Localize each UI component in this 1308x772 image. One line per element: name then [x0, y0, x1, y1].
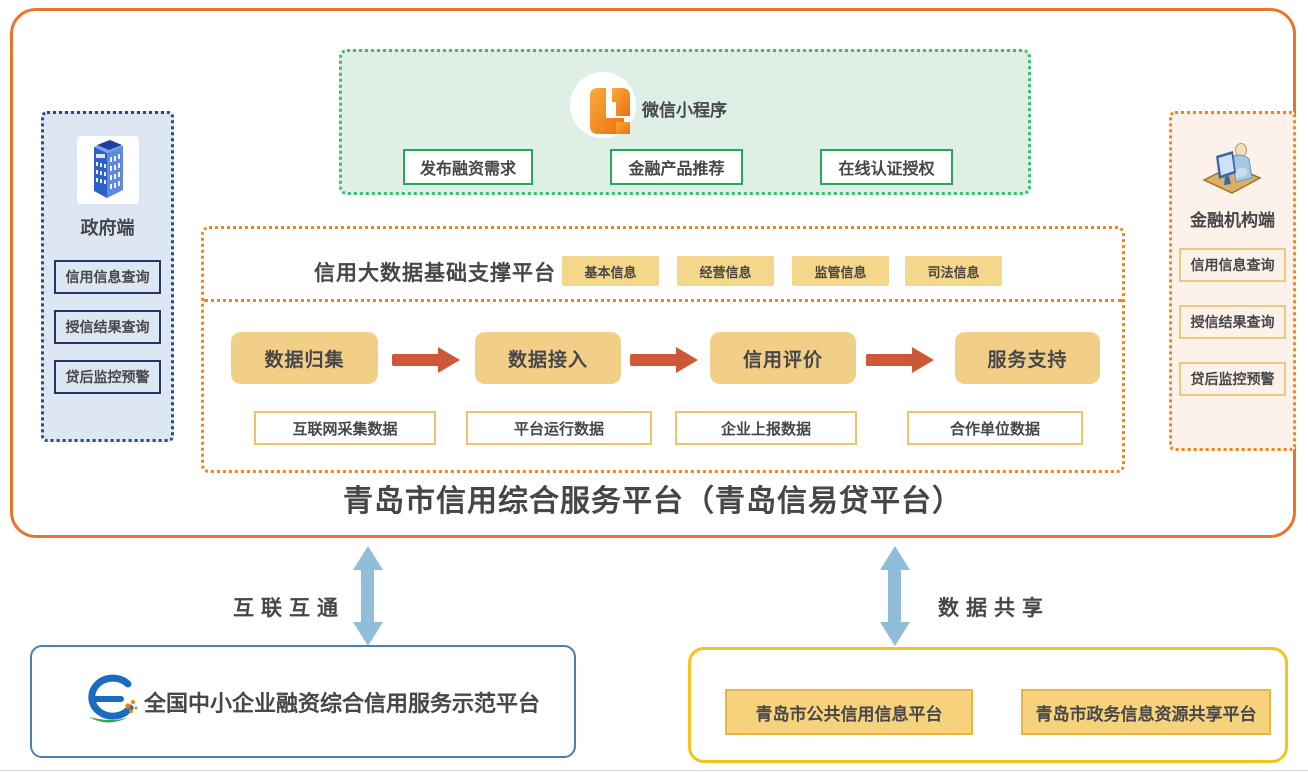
financial-panel-title: 金融机构端: [1190, 211, 1275, 230]
municipal-public-credit-platform: 青岛市公共信用信息平台: [725, 689, 973, 735]
wechat-miniprogram-logo-icon: [570, 72, 636, 138]
info-tag-basic: 基本信息: [562, 256, 659, 286]
fin-item-credit-result-query: 授信结果查询: [1179, 305, 1286, 339]
flow-arrow-icon: [630, 347, 698, 373]
flow-step-data-collection: 数据归集: [231, 332, 378, 384]
flow-step-service-support: 服务支持: [955, 332, 1100, 384]
data-share-label: 数据共享: [938, 597, 1050, 620]
data-share-arrow-icon: [880, 546, 910, 646]
government-building-icon: [77, 136, 139, 204]
fin-item-credit-info-query: 信用信息查询: [1179, 248, 1286, 282]
wechat-button-publish-financing-need: 发布融资需求: [403, 149, 533, 185]
financial-institution-panel: 金融机构端 信用信息查询 授信结果查询 贷后监控预警: [1169, 111, 1296, 451]
interconnect-arrow-icon: [353, 546, 383, 646]
info-tag-judicial: 司法信息: [905, 256, 1002, 286]
gov-item-credit-result-query: 授信结果查询: [54, 310, 161, 344]
data-source-internet: 互联网采集数据: [254, 411, 436, 445]
data-source-enterprise-report: 企业上报数据: [675, 411, 857, 445]
government-panel: 政府端 信用信息查询 授信结果查询 贷后监控预警: [41, 111, 174, 442]
wechat-button-product-recommendation: 金融产品推荐: [610, 149, 743, 185]
info-tag-regulatory: 监管信息: [792, 256, 889, 286]
section-divider: [204, 299, 1122, 302]
fin-item-loan-monitor-warning: 贷后监控预警: [1179, 362, 1286, 396]
bigdata-support-platform-section: 信用大数据基础支撑平台 基本信息 经营信息 监管信息 司法信息 数据归集 数据接…: [201, 226, 1125, 473]
gov-item-loan-monitor-warning: 贷后监控预警: [54, 360, 161, 394]
wechat-miniprogram-label: 微信小程序: [642, 101, 727, 120]
data-source-platform-operation: 平台运行数据: [466, 411, 652, 445]
main-platform-title: 青岛市信用综合服务平台（青岛信易贷平台）: [343, 485, 963, 518]
flow-step-credit-evaluation: 信用评价: [710, 332, 856, 384]
flow-arrow-icon: [866, 347, 934, 373]
info-tag-business: 经营信息: [677, 256, 774, 286]
flow-step-data-access: 数据接入: [475, 332, 621, 384]
data-source-partner-unit: 合作单位数据: [907, 411, 1083, 445]
gov-item-credit-info-query: 信用信息查询: [54, 260, 161, 294]
municipal-govinfo-share-platform: 青岛市政务信息资源共享平台: [1021, 689, 1271, 735]
municipal-platforms-box: 青岛市公共信用信息平台 青岛市政务信息资源共享平台: [688, 647, 1288, 763]
flow-arrow-icon: [392, 347, 460, 373]
credit-service-e-logo-icon: [80, 673, 140, 731]
operator-at-desk-icon: [1200, 136, 1264, 196]
government-panel-title: 政府端: [80, 218, 135, 238]
interconnect-label: 互联互通: [233, 597, 345, 620]
page-bottom-edge: [0, 770, 1308, 771]
wechat-miniprogram-section: 微信小程序 发布融资需求 金融产品推荐 在线认证授权: [339, 49, 1031, 195]
national-platform-box: 全国中小企业融资综合信用服务示范平台: [30, 645, 576, 758]
national-platform-label: 全国中小企业融资综合信用服务示范平台: [144, 690, 541, 716]
wechat-button-online-certification: 在线认证授权: [820, 149, 953, 185]
bigdata-platform-title: 信用大数据基础支撑平台: [314, 262, 556, 285]
main-platform-box: 微信小程序 发布融资需求 金融产品推荐 在线认证授权 信用大数据基础支撑平台 基…: [10, 8, 1296, 538]
